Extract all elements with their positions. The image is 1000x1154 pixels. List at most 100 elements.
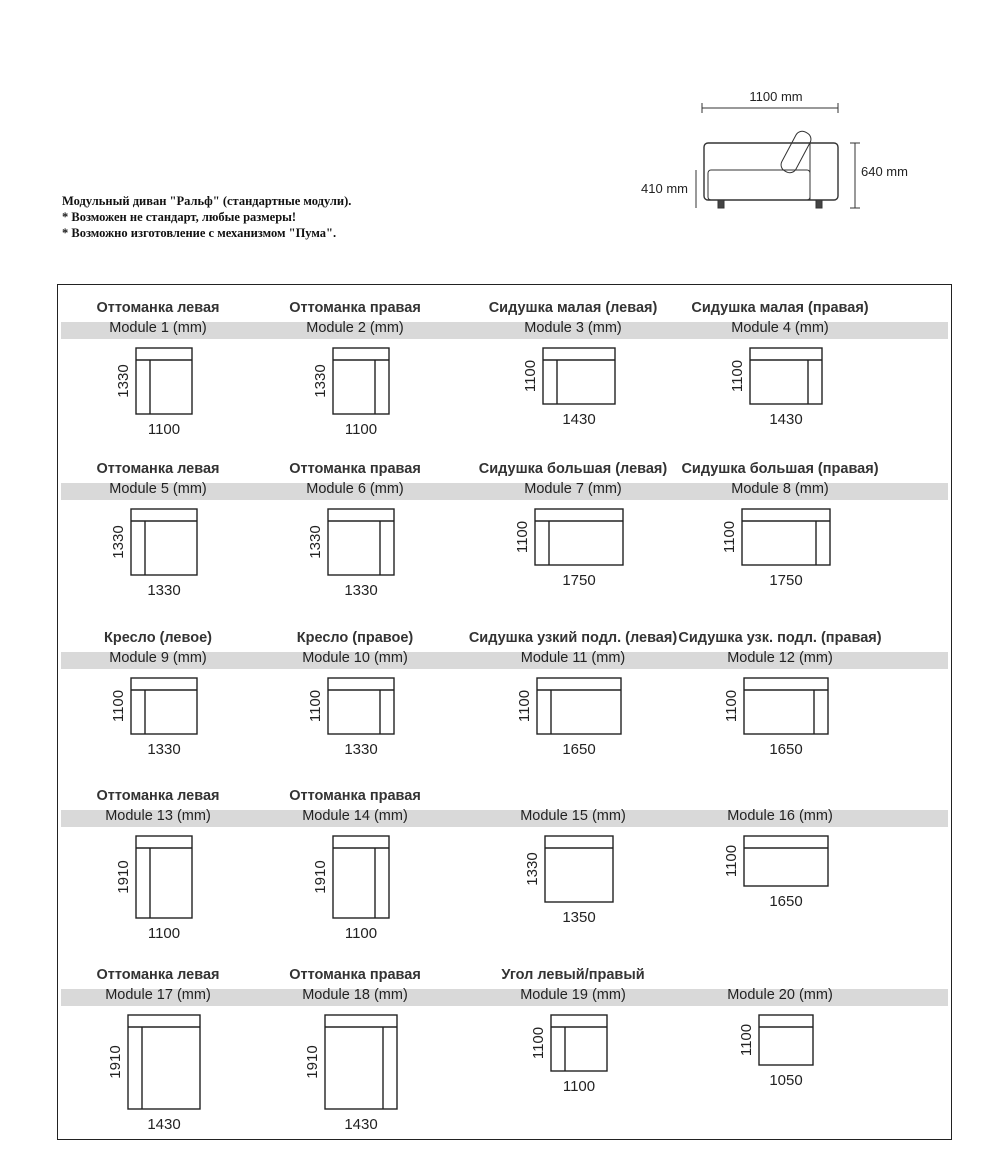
- module-plan-drawing: 1100 1100: [530, 1014, 608, 1095]
- module-depth-label: 1100: [738, 1024, 755, 1056]
- module-width-label: 1330: [344, 741, 377, 758]
- module-number: Module 13 (mm): [105, 808, 211, 824]
- module-depth-label: 1910: [107, 1045, 124, 1078]
- module-width-label: 1100: [345, 421, 377, 438]
- notes-line-1: * Возможен не стандарт, любые размеры!: [62, 210, 297, 224]
- module-depth-label: 1100: [530, 1027, 547, 1059]
- notes-title: Модульный диван "Ральф" (стандартные мод…: [62, 194, 352, 208]
- module-width-label: 1330: [147, 582, 180, 599]
- module-number: Module 19 (mm): [520, 987, 626, 1003]
- module-width-label: 1430: [769, 411, 802, 428]
- module-plan-drawing: 1330 1330: [307, 508, 395, 599]
- module-name: Оттоманка правая: [289, 300, 421, 316]
- module-name: Сидушка узкий подл. (левая): [468, 630, 678, 646]
- module-name: Сидушка большая (правая): [681, 461, 879, 477]
- module-plan-drawing: 1910 1100: [312, 835, 390, 942]
- module-card-8: Сидушка большая (правая)Module 8 (mm)110…: [680, 461, 880, 629]
- module-number: Module 12 (mm): [727, 650, 833, 666]
- preview-width-label: 1100 mm: [749, 89, 802, 104]
- module-plan-drawing: 1100 1750: [514, 508, 624, 589]
- module-number: Module 17 (mm): [105, 987, 211, 1003]
- module-number: Module 15 (mm): [520, 808, 626, 824]
- notes-line-2: * Возможно изготовление с механизмом "Пу…: [62, 226, 337, 240]
- module-depth-label: 1910: [115, 860, 132, 893]
- module-depth-label: 1100: [514, 521, 531, 553]
- row-band-2: [61, 483, 948, 500]
- module-depth-label: 1100: [723, 845, 740, 877]
- module-number: Module 18 (mm): [302, 987, 408, 1003]
- description-notes: Модульный диван "Ральф" (стандартные мод…: [62, 193, 351, 241]
- row-band-1: [61, 322, 948, 339]
- module-width-label: 1430: [147, 1116, 180, 1133]
- module-plan-drawing: 1100 1430: [729, 347, 823, 428]
- module-name: Оттоманка правая: [289, 461, 421, 477]
- module-card-7: Сидушка большая (левая)Module 7 (mm)1100…: [473, 461, 673, 629]
- module-number: Module 7 (mm): [524, 481, 622, 497]
- module-depth-label: 1100: [729, 360, 746, 392]
- row-band-3: [61, 652, 948, 669]
- module-width-label: 1350: [562, 909, 595, 926]
- module-name: Угол левый/правый: [501, 967, 645, 983]
- preview-total-height-label: 640 mm: [861, 164, 908, 179]
- module-depth-label: 1100: [516, 690, 533, 722]
- module-number: Module 3 (mm): [524, 320, 622, 336]
- module-card-12: Сидушка узк. подл. (правая) Module 12 (mm…: [678, 630, 881, 798]
- module-number: Module 10 (mm): [302, 650, 408, 666]
- module-width-label: 1100: [345, 925, 377, 942]
- module-width-label: 1100: [563, 1078, 595, 1095]
- module-card-10: Кресло (правое) Module 10 (mm) 1100 1330: [255, 630, 455, 798]
- module-depth-label: 1100: [723, 690, 740, 722]
- module-depth-label: 1330: [312, 364, 329, 397]
- module-width-label: 1750: [562, 572, 595, 589]
- sofa-side-view-drawing: 1100 mm 410 mm 640 mm: [641, 89, 908, 209]
- module-width-label: 1650: [562, 741, 595, 758]
- module-name: Оттоманка левая: [96, 967, 220, 983]
- module-width-label: 1330: [344, 582, 377, 599]
- module-depth-label: 1100: [307, 690, 324, 722]
- module-depth-label: 1910: [304, 1045, 321, 1078]
- module-number: Module 2 (mm): [306, 320, 404, 336]
- module-number: Module 5 (mm): [109, 481, 207, 497]
- module-name: Сидушка малая (правая): [691, 300, 869, 316]
- module-depth-label: 1100: [522, 360, 539, 392]
- module-depth-label: 1330: [110, 525, 127, 558]
- module-width-label: 1330: [147, 741, 180, 758]
- module-number: Module 20 (mm): [727, 987, 833, 1003]
- module-name: Оттоманка правая: [289, 967, 421, 983]
- module-number: Module 8 (mm): [731, 481, 829, 497]
- module-plan-drawing: 1100 1650: [723, 677, 829, 758]
- module-name: Оттоманка правая: [289, 788, 421, 804]
- module-width-label: 1650: [769, 741, 802, 758]
- module-plan-drawing: 1910 1430: [107, 1014, 201, 1133]
- module-name: Сидушка узк. подл. (правая): [678, 630, 882, 646]
- row-band-5: [61, 989, 948, 1006]
- module-width-label: 1430: [344, 1116, 377, 1133]
- module-name: Кресло (правое): [296, 630, 414, 646]
- module-depth-label: 1910: [312, 860, 329, 893]
- module-name: Оттоманка левая: [96, 461, 220, 477]
- row-band-4: [61, 810, 948, 827]
- module-number: Module 1 (mm): [109, 320, 207, 336]
- preview-seat-height-label: 410 mm: [641, 181, 688, 196]
- module-plan-drawing: 1910 1430: [304, 1014, 398, 1133]
- module-depth-label: 1330: [307, 525, 324, 558]
